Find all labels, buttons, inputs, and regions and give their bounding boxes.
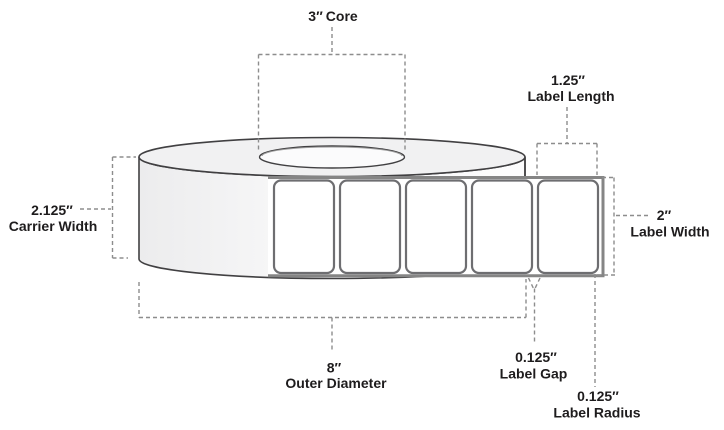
outer-diameter-value: 8″ (327, 360, 342, 376)
core-hole (258, 145, 406, 169)
dimension-label-gap (527, 277, 541, 343)
core-inner-wall-arc (261, 146, 403, 157)
dimension-label-width (597, 176, 651, 276)
label-sticker (338, 179, 402, 275)
label-sticker (272, 179, 336, 275)
label-gap-pointer-left (527, 277, 535, 289)
core-annotation: 3″Core (308, 8, 358, 24)
carrier-width-value: 2.125″ (31, 202, 73, 218)
label-radius-value: 0.125″ (577, 388, 619, 404)
core-label: Core (326, 8, 358, 24)
label-gap-label: Label Gap (500, 366, 568, 382)
label-radius-label: Label Radius (553, 405, 640, 421)
label-sticker (470, 179, 534, 275)
label-length-value: 1.25″ (551, 72, 585, 88)
dimension-core (257, 27, 406, 151)
dimension-outer-diameter (138, 279, 527, 352)
label-length-label: Label Length (527, 88, 614, 104)
label-width-value: 2″ (657, 207, 672, 223)
label-gap-pointer-right (534, 277, 541, 289)
dimension-carrier-width (80, 156, 136, 259)
label-sticker (536, 179, 600, 275)
core-value: 3″ (308, 8, 323, 24)
label-sticker (404, 179, 468, 275)
label-width-label: Label Width (630, 224, 709, 240)
carrier-width-label: Carrier Width (9, 218, 98, 234)
label-strip (268, 176, 605, 278)
label-gap-value: 0.125″ (515, 349, 557, 365)
outer-diameter-label: Outer Diameter (285, 375, 387, 391)
dimension-label-length (536, 107, 598, 175)
